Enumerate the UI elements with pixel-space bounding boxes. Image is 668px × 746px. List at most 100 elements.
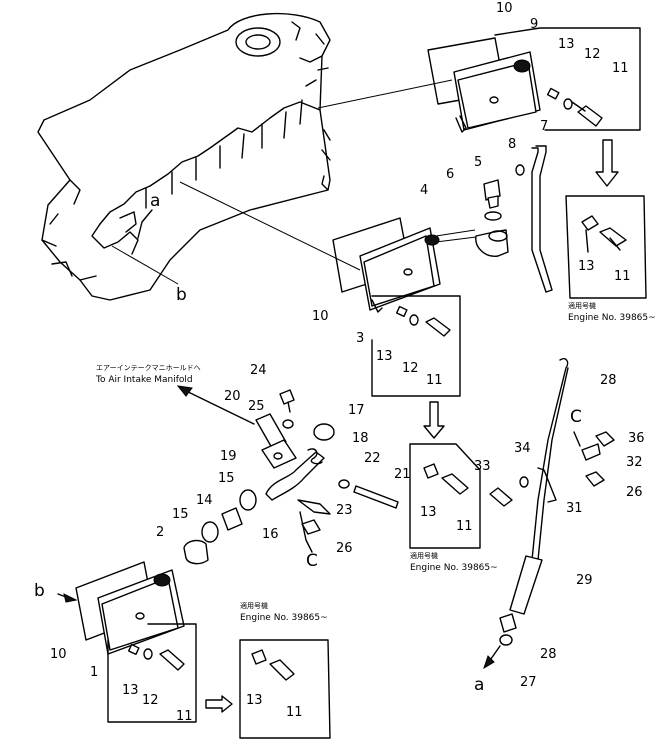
o-ring-6 — [484, 211, 502, 221]
note-applicable-center: 適用号機 — [410, 551, 438, 560]
clip-8 — [515, 164, 525, 176]
label-11-lowerdetail: 11 — [286, 705, 303, 720]
bolt-24 — [279, 389, 295, 413]
clip-32 — [581, 443, 601, 461]
label-3: 3 — [356, 331, 364, 346]
bolt-detail-box-lower — [239, 639, 331, 739]
bushing-28 — [499, 613, 517, 646]
label-28: 28 — [540, 647, 557, 662]
label-13-center: 13 — [376, 349, 393, 364]
label-13-lower: 13 — [122, 683, 139, 698]
bolt-detail-box-right — [565, 195, 647, 299]
note-applicable-right: 適用号機 — [568, 301, 596, 310]
label-13-top: 13 — [558, 37, 575, 52]
label-10-center: 10 — [312, 309, 329, 324]
washer-25 — [282, 419, 294, 429]
breather-elbow-4 — [475, 229, 509, 257]
label-10-top: 10 — [496, 1, 513, 16]
tube-16 — [265, 451, 325, 501]
cap-17 — [313, 423, 335, 441]
label-26-left: 26 — [336, 541, 353, 556]
label-20: 20 — [224, 389, 241, 404]
label-24: 24 — [250, 363, 267, 378]
arrow-upper — [595, 139, 619, 187]
label-1: 1 — [90, 665, 98, 680]
letter-a-top: a — [150, 191, 160, 211]
label-11-right: 11 — [614, 269, 631, 284]
label-32: 32 — [626, 455, 643, 470]
label-10-lower: 10 — [50, 647, 67, 662]
label-6: 6 — [446, 167, 454, 182]
label-11-centerdetail: 11 — [456, 519, 473, 534]
label-12-top: 12 — [584, 47, 601, 62]
label-9: 9 — [530, 17, 538, 32]
label-12-center: 12 — [402, 361, 419, 376]
label-12-lower: 12 — [142, 693, 159, 708]
engine-block — [37, 12, 331, 301]
label-8: 8 — [508, 137, 516, 152]
label-25: 25 — [248, 399, 265, 414]
label-33: 33 — [474, 459, 491, 474]
hose-14 — [221, 507, 243, 531]
label-15-upper: 15 — [218, 471, 235, 486]
washer-34 — [519, 476, 529, 488]
label-29: 29 — [576, 573, 593, 588]
label-14: 14 — [196, 493, 213, 508]
notes: エアーインテークマニホールドへ To Air Intake Manifold 適… — [95, 301, 656, 623]
clamp-15-lower — [201, 521, 219, 543]
note-air-intake-en: To Air Intake Manifold — [95, 375, 193, 385]
elbow-2 — [183, 539, 209, 565]
part-labels: 10 9 13 12 11 7 8 5 6 4 13 11 10 3 13 12… — [50, 1, 645, 724]
label-30: 28 — [600, 373, 617, 388]
label-31: 31 — [566, 501, 583, 516]
bolt-21 — [353, 485, 399, 509]
arrow-to-manifold — [176, 385, 255, 425]
label-2: 2 — [156, 525, 164, 540]
label-19: 19 — [220, 449, 237, 464]
breather-cover-upper — [427, 37, 541, 133]
label-13-right: 13 — [578, 259, 595, 274]
flange-19 — [261, 439, 297, 469]
note-engine-lower: Engine No. 39865~ — [240, 613, 328, 623]
clamp-15-upper — [239, 489, 257, 511]
bolt-set-box-upper — [494, 27, 641, 131]
label-11-lower: 11 — [176, 709, 193, 724]
nut-35 — [595, 431, 615, 447]
label-21: 21 — [394, 467, 411, 482]
breather-cover-center — [332, 217, 441, 313]
note-engine-right: Engine No. 39865~ — [568, 313, 656, 323]
label-27: 27 — [520, 675, 537, 690]
level-gauge — [509, 358, 569, 615]
letter-c-right: C — [570, 407, 582, 427]
label-22: 22 — [364, 451, 381, 466]
label-34: 34 — [514, 441, 531, 456]
label-13-centerdetail: 13 — [420, 505, 437, 520]
label-7: 7 — [540, 119, 548, 134]
letter-pointers — [57, 209, 581, 670]
washer-22 — [338, 479, 350, 489]
label-11-center: 11 — [426, 373, 443, 388]
tube-7 — [531, 145, 553, 293]
letter-c-left: C — [306, 551, 318, 571]
spring-18 — [307, 448, 323, 465]
nut-26-right — [585, 471, 605, 487]
breather-cover-lower — [75, 561, 185, 655]
bolt-33 — [489, 487, 513, 507]
letter-a-lower: a — [474, 675, 484, 695]
nut-26-left — [301, 519, 321, 535]
letter-b-lower: b — [34, 581, 45, 601]
label-16: 16 — [262, 527, 279, 542]
label-4: 4 — [420, 183, 428, 198]
label-11-top: 11 — [612, 61, 629, 76]
label-18: 18 — [352, 431, 369, 446]
label-17: 17 — [348, 403, 365, 418]
note-applicable-lower: 適用号機 — [240, 601, 268, 610]
label-35: 36 — [628, 431, 645, 446]
label-15-lower: 15 — [172, 507, 189, 522]
label-23: 23 — [336, 503, 353, 518]
bolt-set-box-center — [371, 295, 461, 397]
letter-b-top: b — [176, 285, 187, 305]
label-13-lowerdetail: 13 — [246, 693, 263, 708]
